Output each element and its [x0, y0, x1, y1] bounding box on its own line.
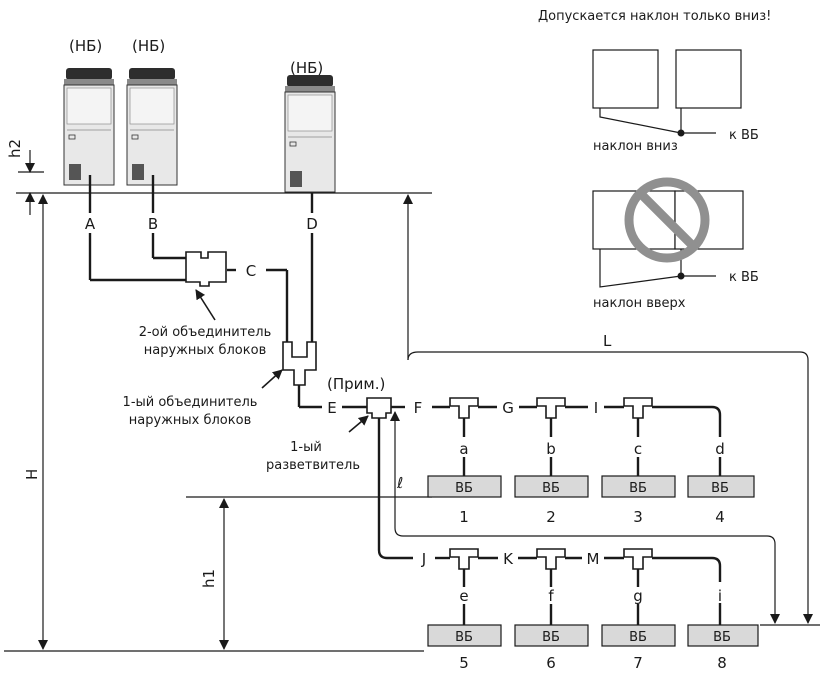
branch-letter-e: e	[459, 587, 468, 605]
note-up-label: наклон вверх	[593, 296, 686, 311]
indoor-unit-label: ВБ	[713, 630, 731, 645]
unit-number-3: 3	[633, 508, 643, 526]
note-down-label: наклон вниз	[593, 139, 678, 154]
note-title: Допускается наклон только вниз!	[538, 9, 771, 24]
pipe-letter-F: F	[414, 399, 423, 417]
indoor-unit-4: ВБ	[687, 475, 755, 498]
outdoor-label-1: (НБ)	[69, 37, 102, 55]
unit-number-2: 2	[546, 508, 556, 526]
dim-h2: h2	[6, 139, 24, 158]
pipe-letter-D: D	[306, 215, 318, 233]
unit-number-5: 5	[459, 654, 469, 672]
branch-letter-d: d	[715, 440, 725, 458]
dim-L: L	[603, 332, 612, 350]
pipe-letter-C: C	[246, 262, 256, 280]
indoor-unit-1: ВБ	[427, 475, 502, 498]
branch-letter-a: a	[459, 440, 468, 458]
pipe-letter-A: A	[85, 215, 96, 233]
dim-l: ℓ	[396, 474, 403, 492]
indoor-unit-label: ВБ	[711, 481, 729, 496]
pipe-letter-I: I	[594, 399, 598, 417]
unit-number-8: 8	[717, 654, 727, 672]
note-ref: (Прим.)	[327, 375, 385, 393]
branch-letter-c: c	[634, 440, 642, 458]
indoor-unit-2: ВБ	[514, 475, 589, 498]
joiner1-line2: наружных блоков	[129, 413, 251, 428]
branch1-line1: 1-ый	[290, 440, 322, 455]
indoor-unit-5: ВБ	[427, 624, 502, 647]
pipe-letter-K: K	[503, 550, 514, 568]
outdoor-unit-2: (НБ)	[126, 37, 178, 186]
indoor-unit-8: ВБ	[687, 624, 759, 647]
dim-H: H	[23, 469, 41, 480]
pipe-letter-G: G	[502, 399, 514, 417]
indoor-unit-label: ВБ	[542, 630, 560, 645]
indoor-unit-label: ВБ	[455, 630, 473, 645]
outdoor-label-2: (НБ)	[132, 37, 165, 55]
branch-letter-f: f	[548, 587, 554, 605]
to-indoor-label-1: к ВБ	[729, 128, 759, 143]
outdoor-unit-1: (НБ)	[63, 37, 115, 186]
indoor-unit-3: ВБ	[601, 475, 676, 498]
branch-letter-g: g	[633, 587, 643, 605]
unit-number-1: 1	[459, 508, 469, 526]
branch-letter-b: b	[546, 440, 556, 458]
branch-letter-i: i	[718, 587, 722, 605]
indoor-unit-label: ВБ	[629, 630, 647, 645]
joiner1-line1: 1-ый объединитель	[123, 395, 258, 410]
indoor-unit-7: ВБ	[601, 624, 676, 647]
unit-number-4: 4	[715, 508, 725, 526]
to-indoor-label-2: к ВБ	[729, 270, 759, 285]
outdoor-unit-3: (НБ)	[284, 59, 336, 193]
pipe-letter-B: B	[148, 215, 158, 233]
joiner2-line2: наружных блоков	[144, 343, 266, 358]
pipe-letter-J: J	[421, 550, 426, 568]
indoor-unit-label: ВБ	[455, 481, 473, 496]
branch1-line2: разветвитель	[266, 458, 360, 473]
prohibited-icon	[624, 177, 710, 263]
unit-number-7: 7	[633, 654, 643, 672]
slope-down-illustration: наклон вниз к ВБ	[592, 49, 759, 154]
indoor-unit-label: ВБ	[629, 481, 647, 496]
joiner2-line1: 2-ой объединитель	[139, 325, 272, 340]
unit-number-6: 6	[546, 654, 556, 672]
pipe-letter-E: E	[327, 399, 336, 417]
dim-h1: h1	[200, 569, 218, 588]
outdoor-label-3: (НБ)	[290, 59, 323, 77]
indoor-unit-label: ВБ	[542, 481, 560, 496]
slope-up-illustration: наклон вверх к ВБ	[592, 190, 759, 311]
indoor-unit-6: ВБ	[514, 624, 589, 647]
pipe-letter-M: M	[587, 550, 600, 568]
joiner-2-shape	[185, 251, 227, 287]
joiner-1-shape	[282, 341, 317, 386]
